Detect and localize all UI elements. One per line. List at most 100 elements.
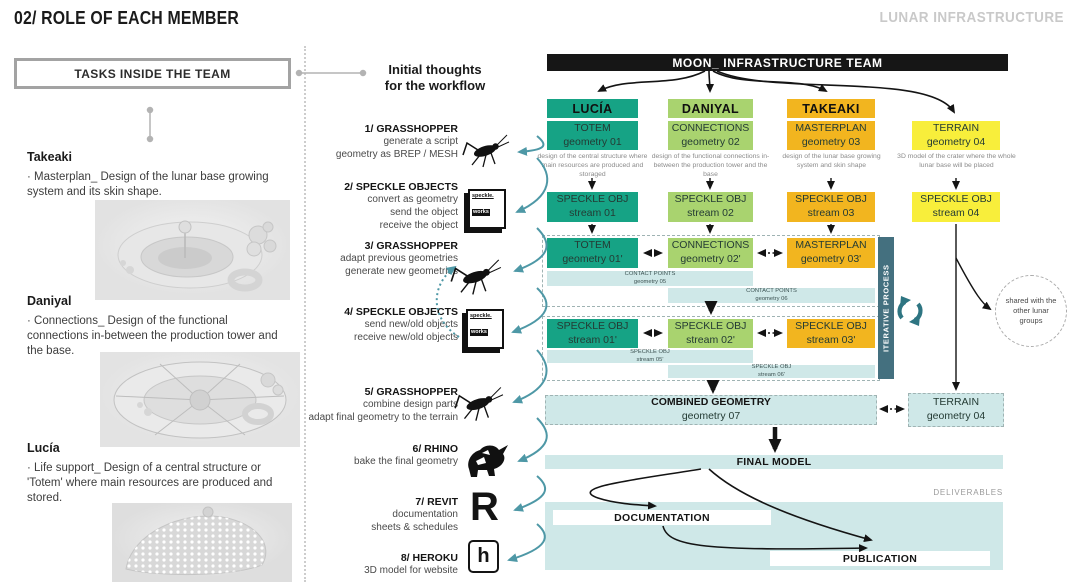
iterate-loop-icon [893,294,927,328]
step-label: 7/ REVIT [415,496,458,508]
deliverables-label: DELIVERABLES [933,488,1003,497]
crater-render-graphic [95,200,290,300]
iter1-connections: CONNECTIONS geometry 02' [668,238,753,268]
step-label: 6/ RHINO [412,443,458,455]
terrain-bottom-box: TERRAIN geometry 04 [908,393,1004,427]
iter-title: SPECKLE OBJ [674,319,747,332]
stream-box-02: SPECKLE OBJ stream 02 [668,192,753,222]
stream-title: SPECKLE OBJ [795,193,867,206]
grasshopper-icon [448,250,502,300]
combined-title: COMBINED GEOMETRY [651,396,771,409]
item-geometry: geometry 04 [926,135,986,148]
workflow-step-8: 8/ HEROKU 3D model for website [268,552,458,578]
step-line: convert as geometry [367,194,458,206]
bar-title: SPECKLE OBJ [630,349,670,356]
step-label: 4/ SPECKLE OBJECTS [344,306,458,318]
column-item-terrain: TERRAIN geometry 04 [912,121,1000,150]
speckle-works-icon: speckle. works [468,189,506,229]
stream-id: stream 02 [687,207,734,219]
step-label: 8/ HEROKU [400,552,458,564]
column-name-takeaki: TAKEAKI [787,99,875,118]
speckle-works-icon: speckle. works [466,309,504,349]
combined-geometry-box: COMBINED GEOMETRY geometry 07 [545,395,877,425]
step-line: geometry as BREP / MESH [335,148,458,160]
step-line: generate new geometries [345,265,458,277]
member-name-daniyal: Daniyal [27,294,72,308]
step-line: receive the object [379,219,458,231]
member-name-takeaki: Takeaki [27,150,72,164]
revit-icon: R [470,485,499,529]
stream-box-04: SPECKLE OBJ stream 04 [912,192,1000,222]
column-name-lucia: LUCÍA [547,99,638,118]
iter-sub: stream 03' [806,333,856,346]
stream-id: stream 01 [569,207,616,219]
workflow-title-line1: Initial thoughts [388,62,482,77]
workflow-step-7: 7/ REVIT documentation sheets & schedule… [268,496,458,535]
stream-box-03: SPECKLE OBJ stream 03 [787,192,875,222]
iter1-totem: TOTEM geometry 01' [547,238,638,268]
column-desc-terrain: 3D model of the crater where the whole l… [897,153,1016,169]
step-line: bake the final geometry [354,456,458,468]
contact-points-06-bar: CONTACT POINTS geometry 06 [668,288,875,303]
combined-sub: geometry 07 [681,410,741,422]
bar-title: CONTACT POINTS [746,288,797,295]
shared-note-circle: shared with the other lunar groups [995,275,1067,347]
wheel-render-graphic [100,352,300,447]
step-line: send the object [390,206,458,218]
iter-title: SPECKLE OBJ [556,319,629,332]
stream-box-01: SPECKLE OBJ stream 01 [547,192,638,222]
workflow-title-line2: for the workflow [384,78,486,94]
column-desc-connections: design of the functional connections in-… [651,153,770,178]
column-item-masterplan: MASTERPLAN geometry 03 [787,121,875,150]
terrain-sub: geometry 04 [926,410,986,422]
item-geometry: geometry 01 [563,135,622,148]
iter-sub: geometry 01' [562,253,623,265]
iter2-stream-01: SPECKLE OBJ stream 01' [547,319,638,348]
workflow-step-6: 6/ RHINO bake the final geometry [268,443,458,469]
documentation-bar: DOCUMENTATION [553,510,771,525]
workflow-step-5: 5/ GRASSHOPPER combine design parts adap… [268,386,458,425]
rhino-icon [462,438,510,482]
contact-points-05-bar: CONTACT POINTS geometry 05 [547,271,753,286]
iter-title: TOTEM [574,239,611,252]
speckle-stream-06-bar: SPECKLE OBJ stream 06' [668,364,875,378]
bar-sub: stream 06' [758,371,785,378]
member-desc-daniyal: · Connections_ Design of the functional … [27,315,278,358]
team-header-label: MOON_ INFRASTRUCTURE TEAM [672,55,883,70]
step-label: 2/ SPECKLE OBJECTS [344,181,458,193]
terrain-title: TERRAIN [932,396,980,409]
step-label: 3/ GRASSHOPPER [364,240,458,252]
dome-render-graphic [112,503,292,582]
item-geometry: geometry 02 [681,135,740,148]
stream-title: SPECKLE OBJ [674,193,747,206]
bar-title: SPECKLE OBJ [751,364,792,371]
stream-title: SPECKLE OBJ [556,193,629,206]
bar-sub: stream 05' [636,356,664,363]
step-line: documentation [392,509,458,521]
bar-title: CONTACT POINTS [624,271,676,278]
workflow-step-3: 3/ GRASSHOPPER adapt previous geometries… [268,240,458,279]
step-label: 1/ GRASSHOPPER [364,123,458,135]
iter-title: MASTERPLAN [795,239,867,252]
step-line: combine design parts [362,399,458,411]
step-line: adapt previous geometries [340,253,458,265]
stream-id: stream 04 [932,207,980,219]
section-divider [304,46,306,582]
workflow-title: Initial thoughts for the workflow [372,62,498,95]
heroku-icon: h [468,540,499,573]
iter-title: CONNECTIONS [671,239,750,252]
item-title: CONNECTIONS [671,121,750,134]
column-item-connections: CONNECTIONS geometry 02 [668,121,753,150]
column-desc-totem: design of the central structure where ma… [537,153,648,178]
stream-title: SPECKLE OBJ [920,193,992,206]
step-line: generate a script [383,136,459,148]
iter2-stream-02: SPECKLE OBJ stream 02' [668,319,753,348]
workflow-step-2: 2/ SPECKLE OBJECTS convert as geometry s… [268,181,458,233]
iterative-process-bar: ITERATIVE PROCESS [878,237,894,379]
iter-sub: geometry 02' [680,253,741,265]
team-header-bar: MOON_ INFRASTRUCTURE TEAM [547,54,1008,71]
item-geometry: geometry 03 [801,135,861,148]
iter-sub: stream 01' [568,333,617,346]
step-line: 3D model for website [364,565,458,577]
step-line: send new/old objects [364,319,458,331]
